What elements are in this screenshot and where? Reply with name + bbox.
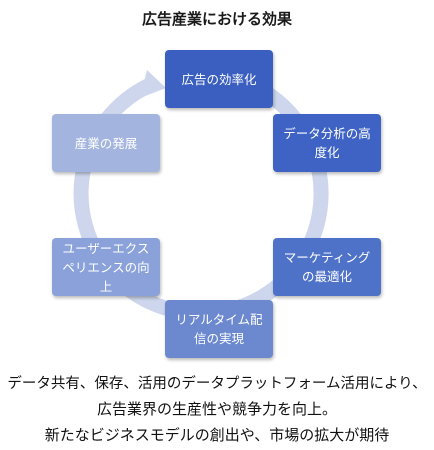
node-ad-efficiency: 広告の効率化 [165, 50, 273, 108]
node-data-analysis: データ分析の高度化 [273, 114, 381, 172]
node-label: データ分析の高度化 [283, 126, 371, 160]
cycle-arrowhead-icon [140, 70, 166, 98]
node-label: 広告の効率化 [181, 71, 257, 87]
node-label: リアルタイム配信の実現 [175, 312, 263, 346]
node-realtime-delivery: リアルタイム配信の実現 [165, 300, 273, 358]
node-label: 産業の発展 [74, 135, 138, 151]
caption-line-1: データ共有、保存、活用のデータプラットフォーム活用により、 [7, 376, 427, 392]
node-label: ユーザーエクスペリエンスの向上 [62, 240, 150, 294]
node-marketing-optimization: マーケティングの最適化 [273, 238, 381, 296]
caption-line-3: 新たなビジネスモデルの創出や、市場の拡大が期待 [44, 426, 390, 444]
node-user-experience: ユーザーエクスペリエンスの向上 [52, 238, 160, 296]
caption-line-2: 広告業界の生産性や競争力を向上。 [96, 400, 337, 418]
node-industry-development: 産業の発展 [52, 114, 160, 172]
diagram-title: 広告産業における効果 [141, 10, 292, 28]
node-label: マーケティングの最適化 [283, 250, 371, 284]
